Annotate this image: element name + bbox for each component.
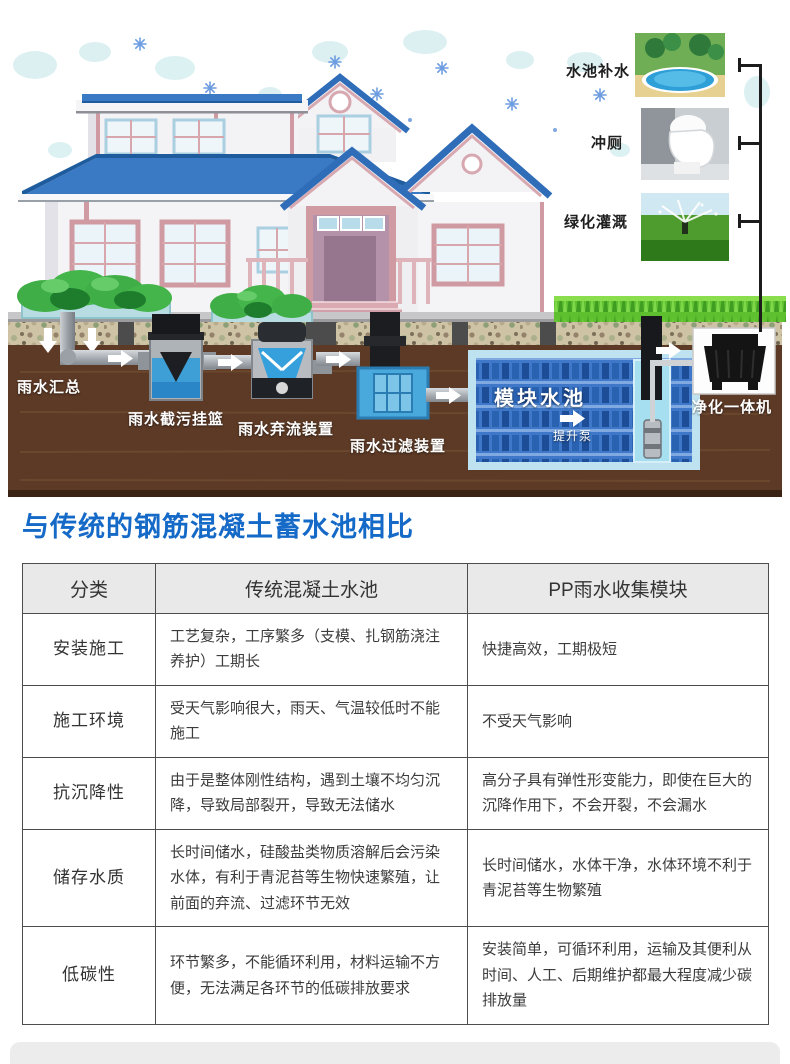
row-category: 储存水质 xyxy=(22,828,156,928)
usage-bracket xyxy=(738,58,762,332)
cell-pp-module: 高分子具有弹性形变能力，即使在巨大的沉降作用下，不会开裂，不会漏水 xyxy=(467,756,769,830)
comparison-section: 与传统的钢筋混凝土蓄水池相比 分类 传统混凝土水池 PP雨水收集模块 安装施工 … xyxy=(0,497,790,1025)
table-row: 安装施工 工艺复杂，工序繁多（支模、扎钢筋浇注养护）工期长 快捷高效，工期极短 xyxy=(22,612,769,686)
inlet-pipe xyxy=(60,312,152,367)
grass xyxy=(554,296,786,322)
purifier-unit xyxy=(692,327,776,395)
section-title: 与传统的钢筋混凝土蓄水池相比 xyxy=(22,512,414,542)
cell-pp-module: 安装简单，可循环利用，运输及其便利从时间、人工、后期维护都最大程度减少碳排放量 xyxy=(467,926,769,1025)
row-category: 低碳性 xyxy=(22,926,156,1025)
cell-pp-module: 不受天气影响 xyxy=(467,684,769,758)
cell-traditional: 长时间储水，硅酸盐类物质溶解后会污染水体，有利于青泥苔等生物快速繁殖，让前面的弃… xyxy=(155,828,468,928)
header-traditional: 传统混凝土水池 xyxy=(155,562,468,614)
irrigation-thumbnail xyxy=(641,193,729,261)
module-tank xyxy=(468,316,702,470)
table-header-row: 分类 传统混凝土水池 PP雨水收集模块 xyxy=(22,562,769,614)
cell-pp-module: 快捷高效，工期极短 xyxy=(467,612,769,686)
header-pp-module: PP雨水收集模块 xyxy=(467,562,769,614)
cell-traditional: 环节繁多，不能循环利用，材料运输不方便，无法满足各环节的低碳排放要求 xyxy=(155,926,468,1025)
toilet-thumbnail xyxy=(641,108,729,180)
table-row: 施工环境 受天气影响很大，雨天、气温较低时不能施工 不受天气影响 xyxy=(22,684,769,758)
lift-pump xyxy=(643,419,662,459)
comparison-table: 分类 传统混凝土水池 PP雨水收集模块 安装施工 工艺复杂，工序繁多（支模、扎钢… xyxy=(22,562,769,1025)
sediment-basket-device xyxy=(138,314,216,401)
cell-traditional: 由于是整体刚性结构，遇到土壤不均匀沉降，导致局部裂开，导致无法储水 xyxy=(155,756,468,830)
filter-device xyxy=(356,312,430,420)
pool-thumbnail xyxy=(635,33,725,97)
bushes xyxy=(17,270,313,324)
cell-pp-module: 长时间储水，水体干净，水体环境不利于青泥苔等生物繁殖 xyxy=(467,828,769,928)
rainwater-system-illustration: 水池补水 冲厕 绿化灌溉 雨水汇总 雨水截污挂篮 雨水弃流装置 雨水过滤装置 模… xyxy=(0,0,790,497)
cell-traditional: 工艺复杂，工序繁多（支模、扎钢筋浇注养护）工期长 xyxy=(155,612,468,686)
row-category: 施工环境 xyxy=(22,684,156,758)
table-row: 低碳性 环节繁多，不能循环利用，材料运输不方便，无法满足各环节的低碳排放要求 安… xyxy=(22,926,769,1025)
house xyxy=(8,73,558,324)
cell-traditional: 受天气影响很大，雨天、气温较低时不能施工 xyxy=(155,684,468,758)
header-category: 分类 xyxy=(22,562,156,614)
underground xyxy=(8,312,782,497)
table-row: 储存水质 长时间储水，硅酸盐类物质溶解后会污染水体，有利于青泥苔等生物快速繁殖，… xyxy=(22,828,769,928)
illustration-canvas xyxy=(8,30,786,497)
row-category: 抗沉降性 xyxy=(22,756,156,830)
table-row: 抗沉降性 由于是整体刚性结构，遇到土壤不均匀沉降，导致局部裂开，导致无法储水 高… xyxy=(22,756,769,830)
row-category: 安装施工 xyxy=(22,612,156,686)
next-card-edge xyxy=(10,1041,780,1064)
